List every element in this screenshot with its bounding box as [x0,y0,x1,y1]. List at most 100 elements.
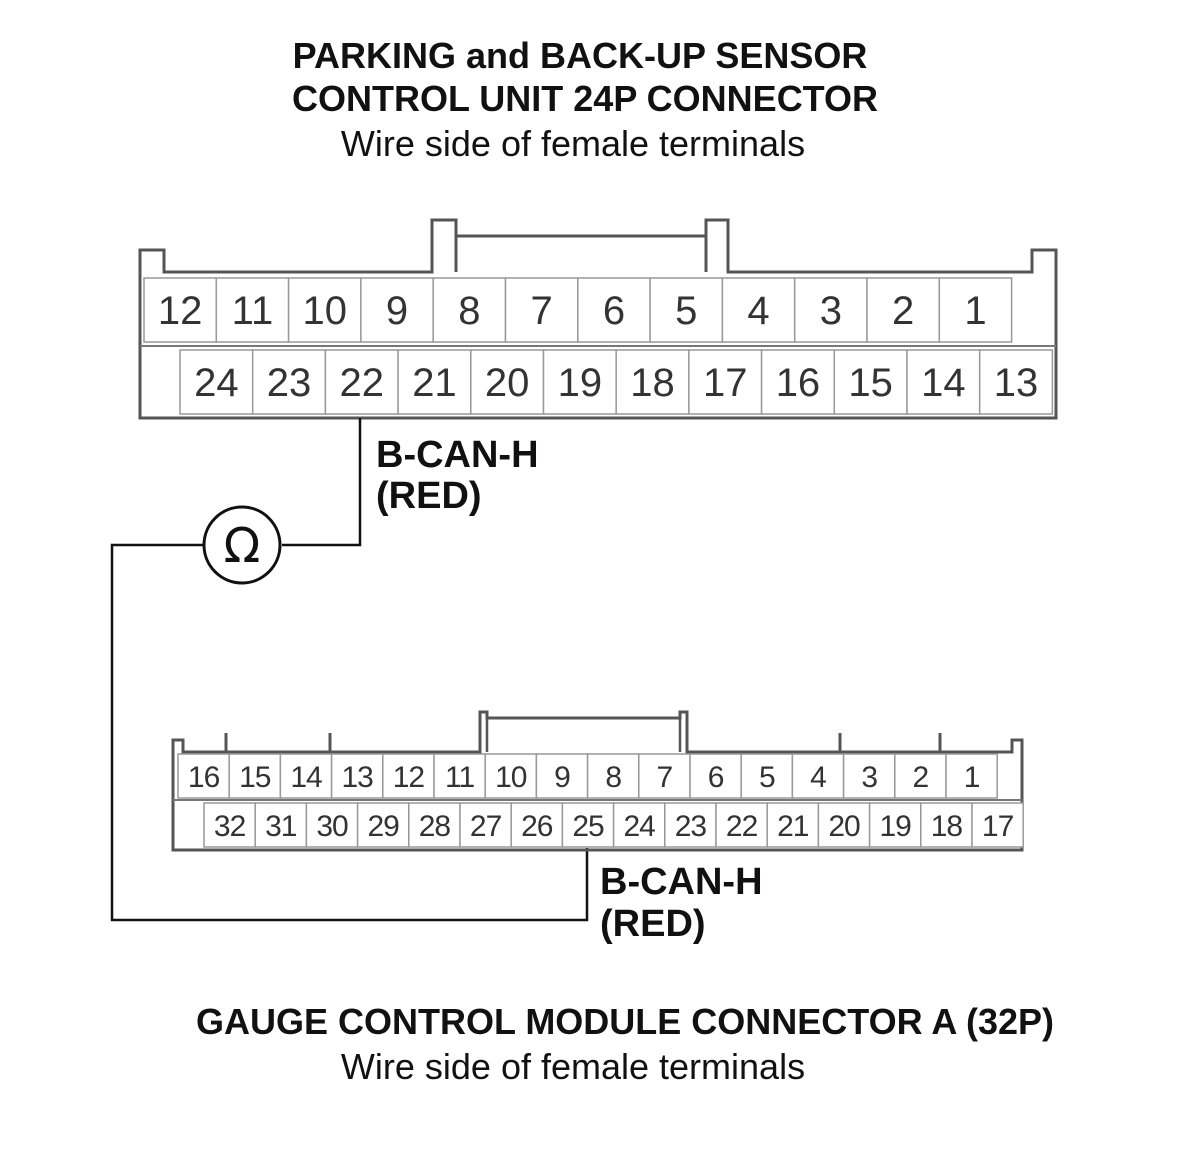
top-row2-pin-label: 23 [267,361,312,405]
top-row2-cavity [833,349,908,415]
top-row2-pin-label: 15 [848,361,893,405]
bottom-row1-cavity [791,753,845,799]
top-row1-cavity [215,277,290,343]
bottom-row1-pin-label: 5 [759,761,775,794]
top-connector-title-line2: CONTROL UNIT 24P CONNECTOR [292,78,878,119]
bottom-row2-pin-label: 25 [572,810,604,843]
top-connector-title-line1: PARKING and BACK-UP SENSOR [293,35,868,76]
top-row1-pin-label: 11 [232,289,274,333]
top-row2-pin-label: 21 [412,361,457,405]
bottom-row1-pin-label: 6 [708,761,724,794]
bottom-row1-pin-label: 10 [495,761,527,794]
ohmmeter: Ω [202,505,282,585]
wire-top-probe [282,418,362,547]
top-row2-pin-label: 17 [703,361,748,405]
top-row2-cavity [688,349,763,415]
bottom-connector-title: GAUGE CONTROL MODULE CONNECTOR A (32P) [196,1001,1054,1042]
top-row1-pin-label: 4 [747,289,769,333]
bottom-row2-pin-label: 26 [521,810,553,843]
top-row2-pin-label: 16 [776,361,821,405]
top-row1-pin-label: 1 [964,289,986,333]
bottom-row1-cavity [945,753,998,799]
bottom-row1-cavity [842,753,896,799]
bottom-row2-cavity [305,802,359,848]
top-probe-label-line2: (RED) [376,475,482,517]
top-row2-cavity [978,349,1054,415]
bottom-row2-pin-label: 19 [880,810,912,843]
bottom-row1-pin-label: 11 [445,761,474,794]
top-row2-cavity [760,349,836,415]
top-row2-pin-label: 13 [994,361,1039,405]
bottom-row2-pin-label: 30 [316,810,348,843]
top-row1-cavity [721,277,796,343]
bottom-row1-pin-label: 12 [393,761,425,794]
bottom-row2-pin-label: 29 [368,810,400,843]
bottom-row2-pin-label: 18 [931,810,963,843]
bottom-row2-pin-label: 31 [265,810,297,843]
top-row2-pin-label: 24 [194,361,239,405]
bottom-row2-cavity [920,802,973,848]
bottom-row2-cavity [408,802,461,848]
bottom-row1-pin-label: 13 [342,761,374,794]
top-row1-cavity [793,277,868,343]
bottom-row2-cavity [971,802,1024,848]
top-row1-cavity [938,277,1013,343]
bottom-row2-pin-label: 27 [470,810,502,843]
bottom-row1-cavity [433,753,486,799]
bottom-row1-pin-label: 9 [554,761,570,794]
bottom-probe-label-line1: B-CAN-H [600,861,763,903]
top-row1-pin-label: 10 [303,289,348,333]
bottom-row2-pin-label: 24 [624,810,656,843]
bottom-row1-pin-label: 1 [964,761,980,794]
bottom-connector-subtitle: Wire side of female terminals [341,1046,805,1087]
top-row1-pin-label: 3 [820,289,842,333]
top-connector-row2: 24 23 22 21 20 19 18 17 16 15 14 13 [179,349,1054,415]
ohmmeter-circle [202,505,282,585]
bottom-row1-cavity [689,753,742,799]
bottom-row1-pin-label: 15 [239,761,271,794]
bottom-row2-cavity [664,802,717,848]
top-row2-cavity [542,349,617,415]
bottom-connector-latch-marks [224,733,942,752]
top-row1-pin-label: 7 [531,289,553,333]
top-row1-cavity [504,277,579,343]
top-probe-label-line1: B-CAN-H [376,434,539,476]
bottom-row2-cavity [612,802,666,848]
bottom-probe-label-line2: (RED) [600,903,706,945]
top-row2-pin-label: 22 [340,361,385,405]
bottom-row2-pin-label: 28 [419,810,451,843]
bottom-row1-pin-label: 14 [290,761,322,794]
top-row2-pin-label: 14 [921,361,966,405]
ohm-icon: Ω [224,518,261,574]
bottom-row1-pin-label: 16 [188,761,220,794]
bottom-row2-cavity [203,802,256,848]
top-connector-subtitle: Wire side of female terminals [341,123,805,164]
top-row1-cavity [143,277,218,343]
bottom-row1-cavity [330,753,384,799]
bottom-row2-pin-label: 21 [777,810,809,843]
bottom-row1-pin-label: 2 [913,761,929,794]
top-row2-pin-label: 20 [485,361,530,405]
top-row1-cavity [866,277,941,343]
bottom-row2-cavity [817,802,871,848]
bottom-row2-pin-label: 17 [982,810,1014,843]
bottom-row1-pin-label: 4 [810,761,826,794]
top-row1-cavity [360,277,434,343]
top-row2-pin-label: 18 [630,361,675,405]
bottom-row1-cavity [535,753,589,799]
top-row2-cavity [251,349,327,415]
bottom-row2-cavity [766,802,820,848]
bottom-row1-pin-label: 3 [861,761,877,794]
bottom-row2-pin-label: 20 [828,810,860,843]
top-row1-pin-label: 8 [458,289,480,333]
top-row1-pin-label: 2 [892,289,914,333]
wire-meter-to-bottom [110,543,589,922]
bottom-row1-pin-label: 7 [657,761,673,794]
top-row2-cavity [615,349,690,415]
top-row2-pin-label: 19 [558,361,603,405]
